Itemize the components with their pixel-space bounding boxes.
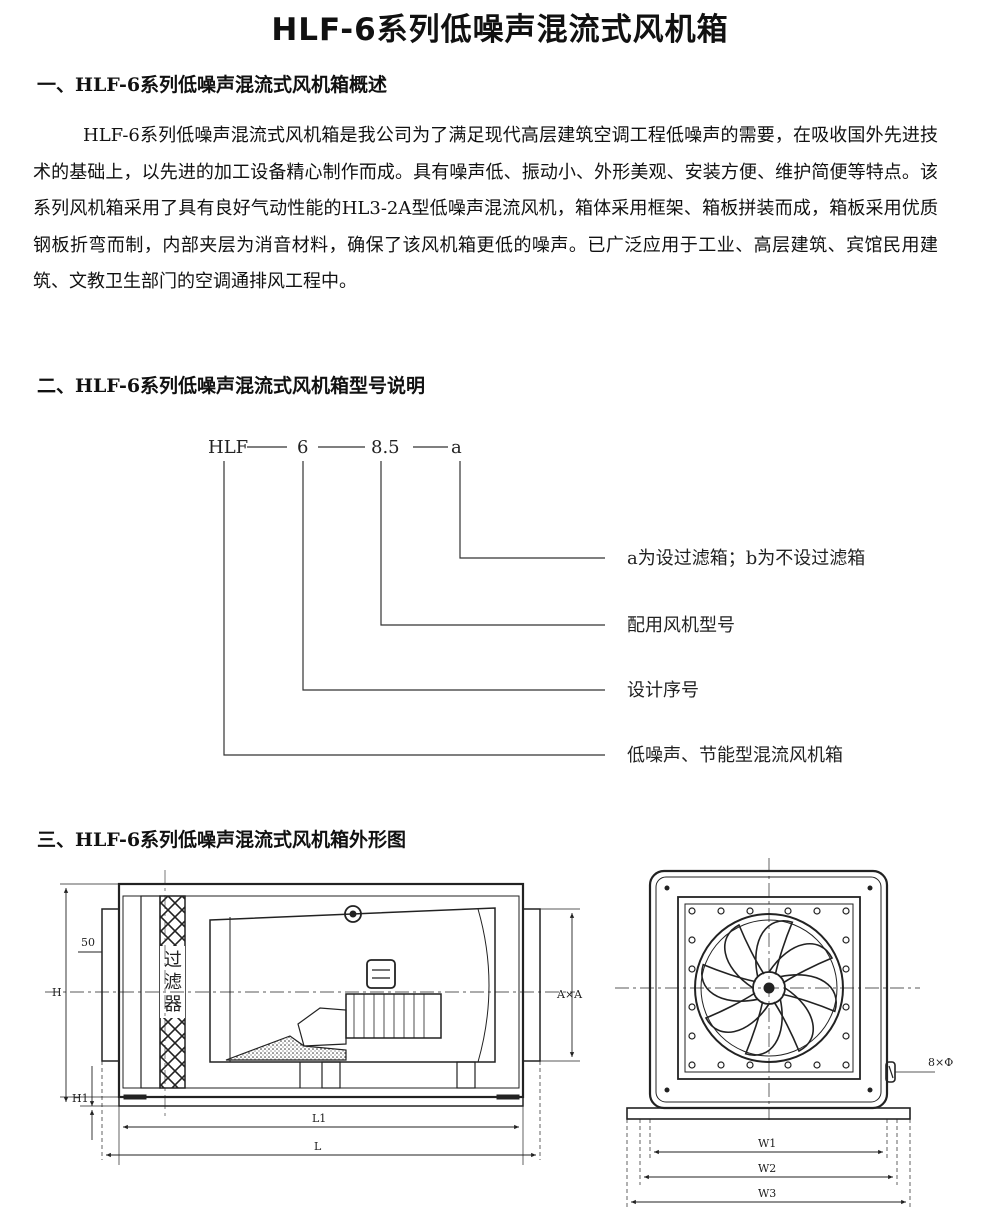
mounting-hole-symbol xyxy=(888,1065,894,1079)
leader-line-series xyxy=(223,461,605,756)
dimension-label-W1: W1 xyxy=(758,1137,776,1150)
page-title: HLF-6系列低噪声混流式风机箱 xyxy=(271,12,729,48)
motor-fins xyxy=(353,994,425,1038)
front-casing-inner xyxy=(655,876,882,1103)
dimension-label-H: H xyxy=(52,986,62,999)
code-explanation-series: 低噪声、节能型混流风机箱 xyxy=(627,745,843,766)
section-heading-overview: 一、HLF-6系列低噪声混流式风机箱概述 xyxy=(37,74,388,96)
code-explanation-filter: a为设过滤箱；b为不设过滤箱 xyxy=(627,548,865,569)
base-foot xyxy=(496,1094,520,1100)
code-part-design: 6 xyxy=(297,437,308,458)
leader-line-design xyxy=(302,461,605,691)
motor-body xyxy=(345,993,442,1039)
flange-bolt-holes xyxy=(688,907,850,1069)
model-code-diagram: HLF 6 8.5 a a为设过滤箱；b为不设过滤箱 配用风机型号 设计序号 低… xyxy=(208,437,865,766)
code-part-fan: 8.5 xyxy=(371,437,400,458)
dimension-label-L1: L1 xyxy=(312,1112,326,1125)
base-rail xyxy=(118,1096,524,1107)
leader-line-fan xyxy=(380,461,605,626)
dimension-label-50: 50 xyxy=(81,936,95,949)
lifting-eye-center xyxy=(349,910,357,918)
fan-duct-outlet-curve xyxy=(477,908,490,1063)
section-heading-drawing: 三、HLF-6系列低噪声混流式风机箱外形图 xyxy=(37,829,407,851)
dimension-label-W2: W2 xyxy=(758,1162,776,1175)
section-heading-model: 二、HLF-6系列低噪声混流式风机箱型号说明 xyxy=(37,375,426,397)
dimension-label-W3: W3 xyxy=(758,1187,776,1200)
casing-screws xyxy=(664,885,873,1093)
filter-label-char: 器 xyxy=(164,994,182,1015)
front-view-drawing: 8×Φ W1 W2 W3 xyxy=(615,858,953,1210)
motor-terminal-box xyxy=(366,959,396,989)
lifting-eye xyxy=(344,905,362,923)
inlet-flange xyxy=(101,908,120,1062)
dimension-label-AxA: A×A xyxy=(556,988,583,1001)
dimension-label-L: L xyxy=(314,1140,322,1153)
leader-line-filter xyxy=(459,461,605,559)
front-base-plate xyxy=(626,1107,911,1120)
base-foot xyxy=(123,1094,147,1100)
fan-blades xyxy=(701,920,837,1056)
filter-label-area xyxy=(160,946,185,1018)
support-leg xyxy=(321,1061,341,1089)
side-view-drawing: 过 滤 器 H H1 50 xyxy=(45,870,583,1165)
support-leg xyxy=(456,1061,476,1089)
motor-mount-plate xyxy=(225,1035,347,1061)
filter-label-char: 滤 xyxy=(164,972,182,993)
code-part-series: HLF xyxy=(208,437,248,458)
impeller-hub xyxy=(297,1007,347,1047)
code-part-filter: a xyxy=(451,437,462,458)
dimension-label-holes: 8×Φ xyxy=(928,1056,953,1069)
filter-label-char: 过 xyxy=(164,950,182,971)
overview-paragraph: HLF-6系列低噪声混流式风机箱是我公司为了满足现代高层建筑空调工程低噪声的需要… xyxy=(33,125,938,292)
code-explanation-fan: 配用风机型号 xyxy=(627,615,735,636)
code-explanation-design: 设计序号 xyxy=(627,680,699,701)
dimension-label-H1: H1 xyxy=(72,1092,89,1105)
outlet-flange xyxy=(522,908,541,1062)
fan-duct xyxy=(209,907,496,1063)
